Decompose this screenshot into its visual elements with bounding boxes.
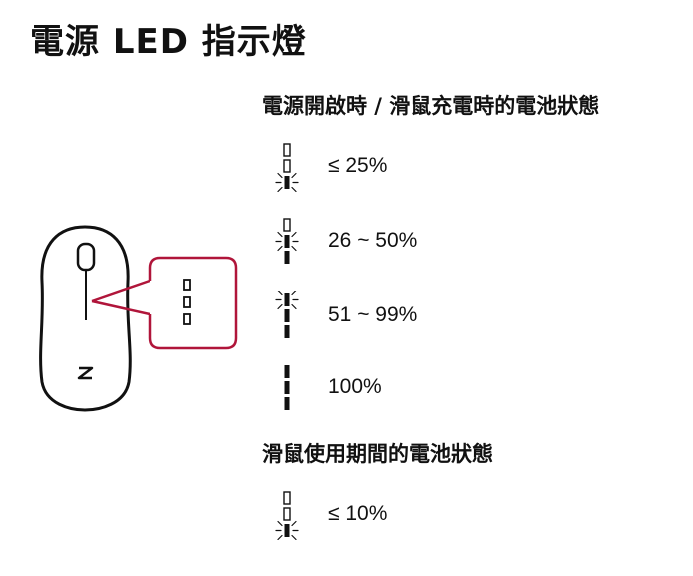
zowie-logo-icon (77, 366, 94, 380)
battery-level-row: 100% (272, 363, 532, 413)
charging-section-heading: 電源開啟時 / 滑鼠充電時的電池狀態 (262, 94, 600, 118)
led-segment-on (284, 325, 290, 338)
battery-level-label: 26 ~ 50% (328, 229, 418, 252)
battery-level-row: ≤ 25% (272, 142, 532, 192)
led-segment-on (284, 309, 290, 322)
mouse-illustration (39, 225, 238, 412)
battery-level-label: 51 ~ 99% (328, 303, 418, 326)
led-indicator-cells (183, 279, 191, 325)
led-segment-blinking (284, 524, 290, 537)
led-status-icon (275, 143, 299, 192)
usage-section-heading: 滑鼠使用期間的電池狀態 (262, 442, 493, 466)
led-segment-on (284, 251, 290, 264)
led-segment-blinking (284, 176, 290, 189)
scroll-wheel (76, 242, 96, 272)
led-segment-on (284, 381, 290, 394)
blink-rays-icon (275, 231, 299, 252)
led-status-icon (275, 218, 299, 264)
led-segment-on (284, 365, 290, 378)
callout-box (148, 256, 238, 350)
battery-level-row: 26 ~ 50% (272, 217, 532, 267)
battery-level-row: 51 ~ 99% (272, 291, 532, 341)
battery-level-label: ≤ 10% (328, 502, 388, 525)
led-segment-blinking (284, 293, 290, 306)
led-segment-off (283, 143, 291, 157)
led-segment-off (283, 491, 291, 505)
led-status-icon (275, 291, 299, 338)
led-segment-off (283, 159, 291, 173)
led-segment-on (284, 397, 290, 410)
led-status-icon (284, 365, 290, 410)
led-segment-off (283, 218, 291, 232)
blink-rays-icon (275, 291, 299, 310)
battery-level-row: ≤ 10% (272, 490, 532, 540)
led-segment-blinking (284, 235, 290, 248)
callout-pointer (91, 279, 151, 316)
battery-level-label: 100% (328, 375, 382, 398)
page-title: 電源 LED 指示燈 (30, 22, 307, 62)
battery-level-label: ≤ 25% (328, 154, 388, 177)
led-status-icon (275, 491, 299, 540)
blink-rays-icon (275, 520, 299, 540)
led-segment-off (283, 507, 291, 521)
blink-rays-icon (275, 172, 299, 192)
